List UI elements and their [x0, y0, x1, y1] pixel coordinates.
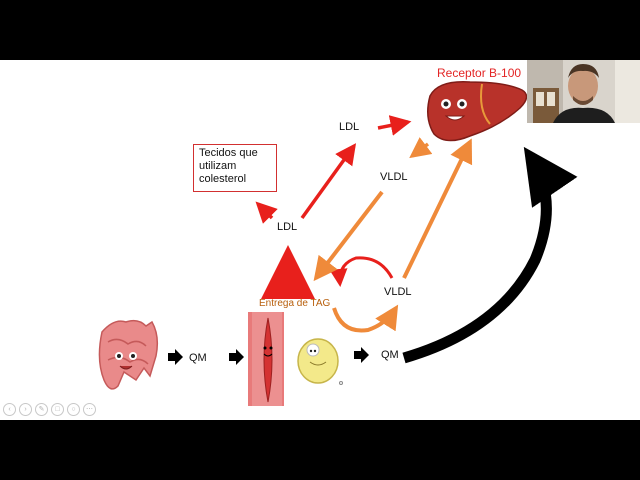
- arrow-ldl-to-receptor: [377, 115, 412, 136]
- black-arrow-qm-out: [229, 349, 244, 365]
- tecidos-line-2: utilizam: [199, 160, 237, 172]
- arrow-ldl-up: [300, 143, 357, 220]
- arrow-vldl-to-liver: [402, 138, 473, 279]
- muscle-icon: [248, 312, 284, 406]
- arrow-vldl-to-tag: [313, 190, 384, 282]
- red-arrows: [255, 115, 412, 299]
- next-slide-button[interactable]: ›: [19, 403, 32, 416]
- copy-button[interactable]: □: [51, 403, 64, 416]
- tecidos-box: Tecidos que utilizam colesterol: [193, 144, 277, 192]
- liver-icon: [427, 81, 528, 142]
- webcam-person: [527, 60, 640, 123]
- ldl-top-label: LDL: [339, 121, 360, 133]
- entrega-tag-label: Entrega de TAG: [259, 298, 331, 309]
- intestine-icon: [98, 319, 159, 390]
- arrow-liver-to-vldl: [409, 137, 433, 159]
- ldl-mid-label: LDL: [277, 221, 298, 233]
- pen-tool-button[interactable]: ✎: [35, 403, 48, 416]
- receptor-b100-label: Receptor B-100: [437, 66, 522, 80]
- slide: Receptor B-100 Tecidos que utilizam cole…: [0, 60, 640, 420]
- arrow-vldl-cycle-red: [329, 256, 394, 287]
- black-curved-arrow-qm-to-liver: [402, 146, 578, 364]
- black-arrow-fat-qm: [354, 347, 369, 363]
- tecidos-line-1: Tecidos que: [199, 147, 258, 159]
- qm-right-label: QM: [381, 349, 399, 361]
- black-arrow-qm-in: [168, 349, 183, 365]
- player-controls: ‹ › ✎ □ ○ ⋯: [3, 403, 96, 417]
- zoom-button[interactable]: ○: [67, 403, 80, 416]
- diagram-graphics: [98, 81, 578, 406]
- prev-slide-button[interactable]: ‹: [3, 403, 16, 416]
- tecidos-line-3: colesterol: [199, 173, 247, 185]
- qm-left-label: QM: [189, 352, 207, 364]
- orange-arrows: [313, 137, 473, 333]
- adipose-cell-icon: [297, 338, 343, 385]
- vldl-lower-label: VLDL: [384, 286, 412, 298]
- more-options-button[interactable]: ⋯: [83, 403, 96, 416]
- arrow-ldl-to-tecidos: [255, 201, 278, 224]
- arrow-vldl-cycle-orange: [332, 304, 399, 333]
- vldl-upper-label: VLDL: [380, 171, 408, 183]
